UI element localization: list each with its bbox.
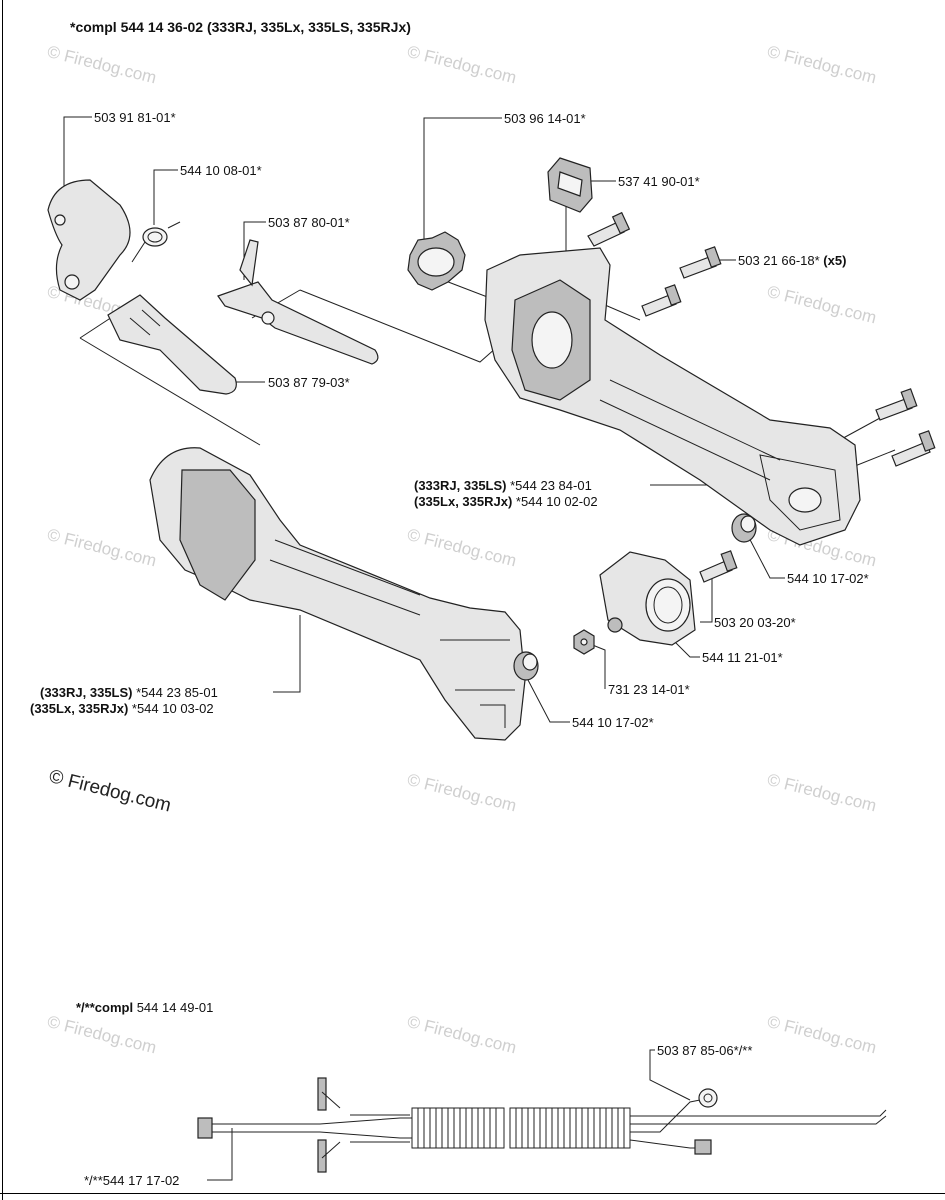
label-503-21-66-18: 503 21 66-18* (x5)	[738, 253, 846, 268]
part-damper-ring	[407, 231, 466, 291]
label-503-21-66-18-num: 503 21 66-18*	[738, 253, 824, 268]
label-503-87-79-03: 503 87 79-03*	[268, 375, 350, 390]
coiled-wrap-right	[509, 1107, 631, 1149]
part-nut	[573, 629, 595, 655]
sheet-border-bottom	[0, 1193, 945, 1194]
label-544-10-17-02-right: 544 10 17-02*	[787, 571, 869, 586]
label-731-23-14-01: 731 23 14-01*	[608, 682, 690, 697]
lower-assembly-prefix: */**compl	[76, 1000, 137, 1015]
label-503-21-66-18-qty: (x5)	[823, 253, 847, 268]
assembly-models: (333RJ, 335Lx, 335LS, 335RJx)	[206, 19, 411, 35]
label-503-20-03-20: 503 20 03-20*	[714, 615, 796, 630]
label-544-17-17-02: */**544 17 17-02	[84, 1173, 180, 1188]
label-544-10-08-01: 544 10 08-01*	[180, 163, 262, 178]
label-544-10-02-02: (335Lx, 335RJx) *544 10 02-02	[414, 494, 598, 509]
label-544-23-85-01-models: (333RJ, 335LS)	[40, 685, 133, 700]
label-544-10-02-02-num: *544 10 02-02	[512, 494, 598, 509]
label-544-10-02-02-models: (335Lx, 335RJx)	[414, 494, 513, 509]
part-damper-plug-left	[513, 651, 539, 681]
lower-assembly-header: */**compl 544 14 49-01	[76, 1000, 213, 1015]
label-544-11-21-01: 544 11 21-01*	[702, 650, 783, 665]
label-544-10-17-02-left: 544 10 17-02*	[572, 715, 654, 730]
label-503-87-80-01: 503 87 80-01*	[268, 215, 350, 230]
assembly-header: *compl 544 14 36-02 (333RJ, 335Lx, 335LS…	[70, 20, 411, 35]
label-544-23-84-01-num: *544 23 84-01	[506, 478, 592, 493]
lower-assembly-num: 544 14 49-01	[136, 1000, 214, 1015]
label-544-23-85-01-num: *544 23 85-01	[132, 685, 218, 700]
part-damper-plug-right	[731, 513, 757, 543]
part-clamp	[599, 551, 696, 646]
label-544-10-03-02-models: (335Lx, 335RJx)	[30, 701, 129, 716]
label-544-23-85-01: (333RJ, 335LS) *544 23 85-01	[40, 685, 218, 700]
part-screws	[587, 211, 936, 467]
label-503-96-14-01: 503 96 14-01*	[504, 111, 586, 126]
label-544-23-84-01-models: (333RJ, 335LS)	[414, 478, 507, 493]
label-503-91-81-01: 503 91 81-01*	[94, 110, 176, 125]
part-throttle-trigger	[217, 239, 379, 365]
part-stop-switch	[547, 157, 593, 213]
label-544-10-03-02: (335Lx, 335RJx) *544 10 03-02	[30, 701, 214, 716]
part-lockout	[47, 179, 131, 301]
part-throttle-lever	[107, 294, 237, 395]
part-wiring-harness	[197, 1077, 887, 1173]
sheet-border-left	[2, 0, 3, 1200]
assembly-prefix: *compl 544 14 36-02	[70, 19, 207, 35]
part-clamp-screw	[699, 550, 738, 583]
label-537-41-90-01: 537 41 90-01*	[618, 174, 700, 189]
part-handle-half-upper	[484, 247, 861, 546]
label-544-10-03-02-num: *544 10 03-02	[128, 701, 214, 716]
coiled-wrap-left	[411, 1107, 505, 1149]
part-handle-half-lower	[149, 447, 526, 741]
part-spring	[131, 221, 181, 263]
label-544-23-84-01: (333RJ, 335LS) *544 23 84-01	[414, 478, 592, 493]
label-503-87-85-06: 503 87 85-06*/**	[657, 1043, 753, 1058]
